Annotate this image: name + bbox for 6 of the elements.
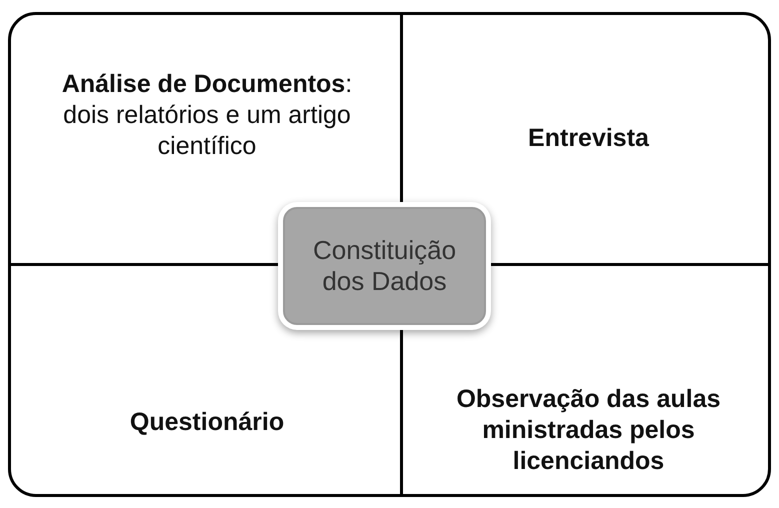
matrix-frame (8, 12, 771, 497)
quadrant-label: Observação das aulas ministradas pelos licenciandos (455, 384, 722, 476)
center-label: Constituição dos Dados (312, 235, 458, 297)
quadrant-label: Análise de Documentos: dois relatórios e um artigo científico (60, 68, 354, 162)
quadrant-label: Entrevista (528, 122, 649, 154)
quadrant-label: Questionário (130, 407, 284, 438)
